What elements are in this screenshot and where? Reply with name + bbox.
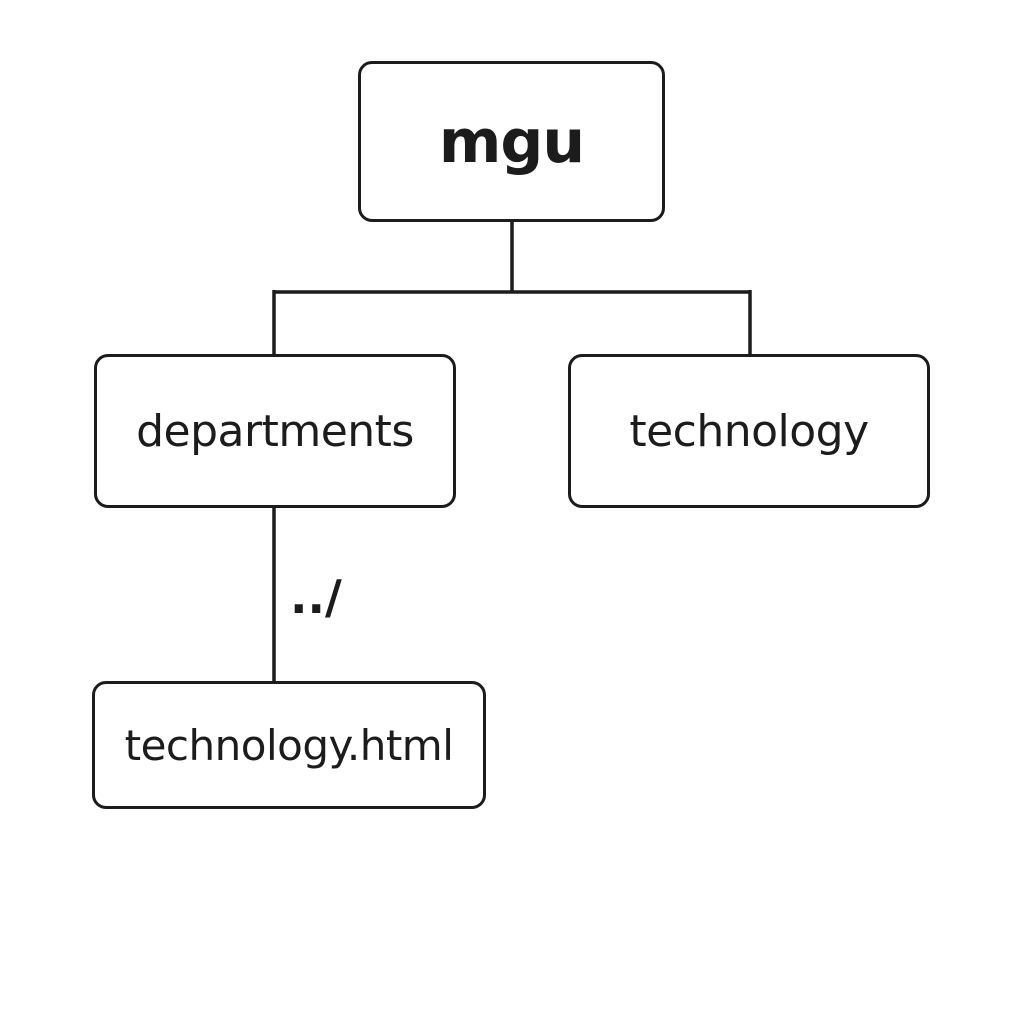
technology-html-node-label: technology.html bbox=[124, 720, 454, 770]
relative-path-label: ../ bbox=[290, 570, 342, 624]
root-node-mgu: mgu bbox=[358, 61, 665, 222]
node-technology: technology bbox=[568, 354, 930, 508]
departments-node-label: departments bbox=[136, 405, 414, 457]
root-node-label: mgu bbox=[438, 106, 585, 177]
node-technology-html: technology.html bbox=[92, 681, 486, 809]
technology-node-label: technology bbox=[629, 405, 869, 457]
node-departments: departments bbox=[94, 354, 456, 508]
